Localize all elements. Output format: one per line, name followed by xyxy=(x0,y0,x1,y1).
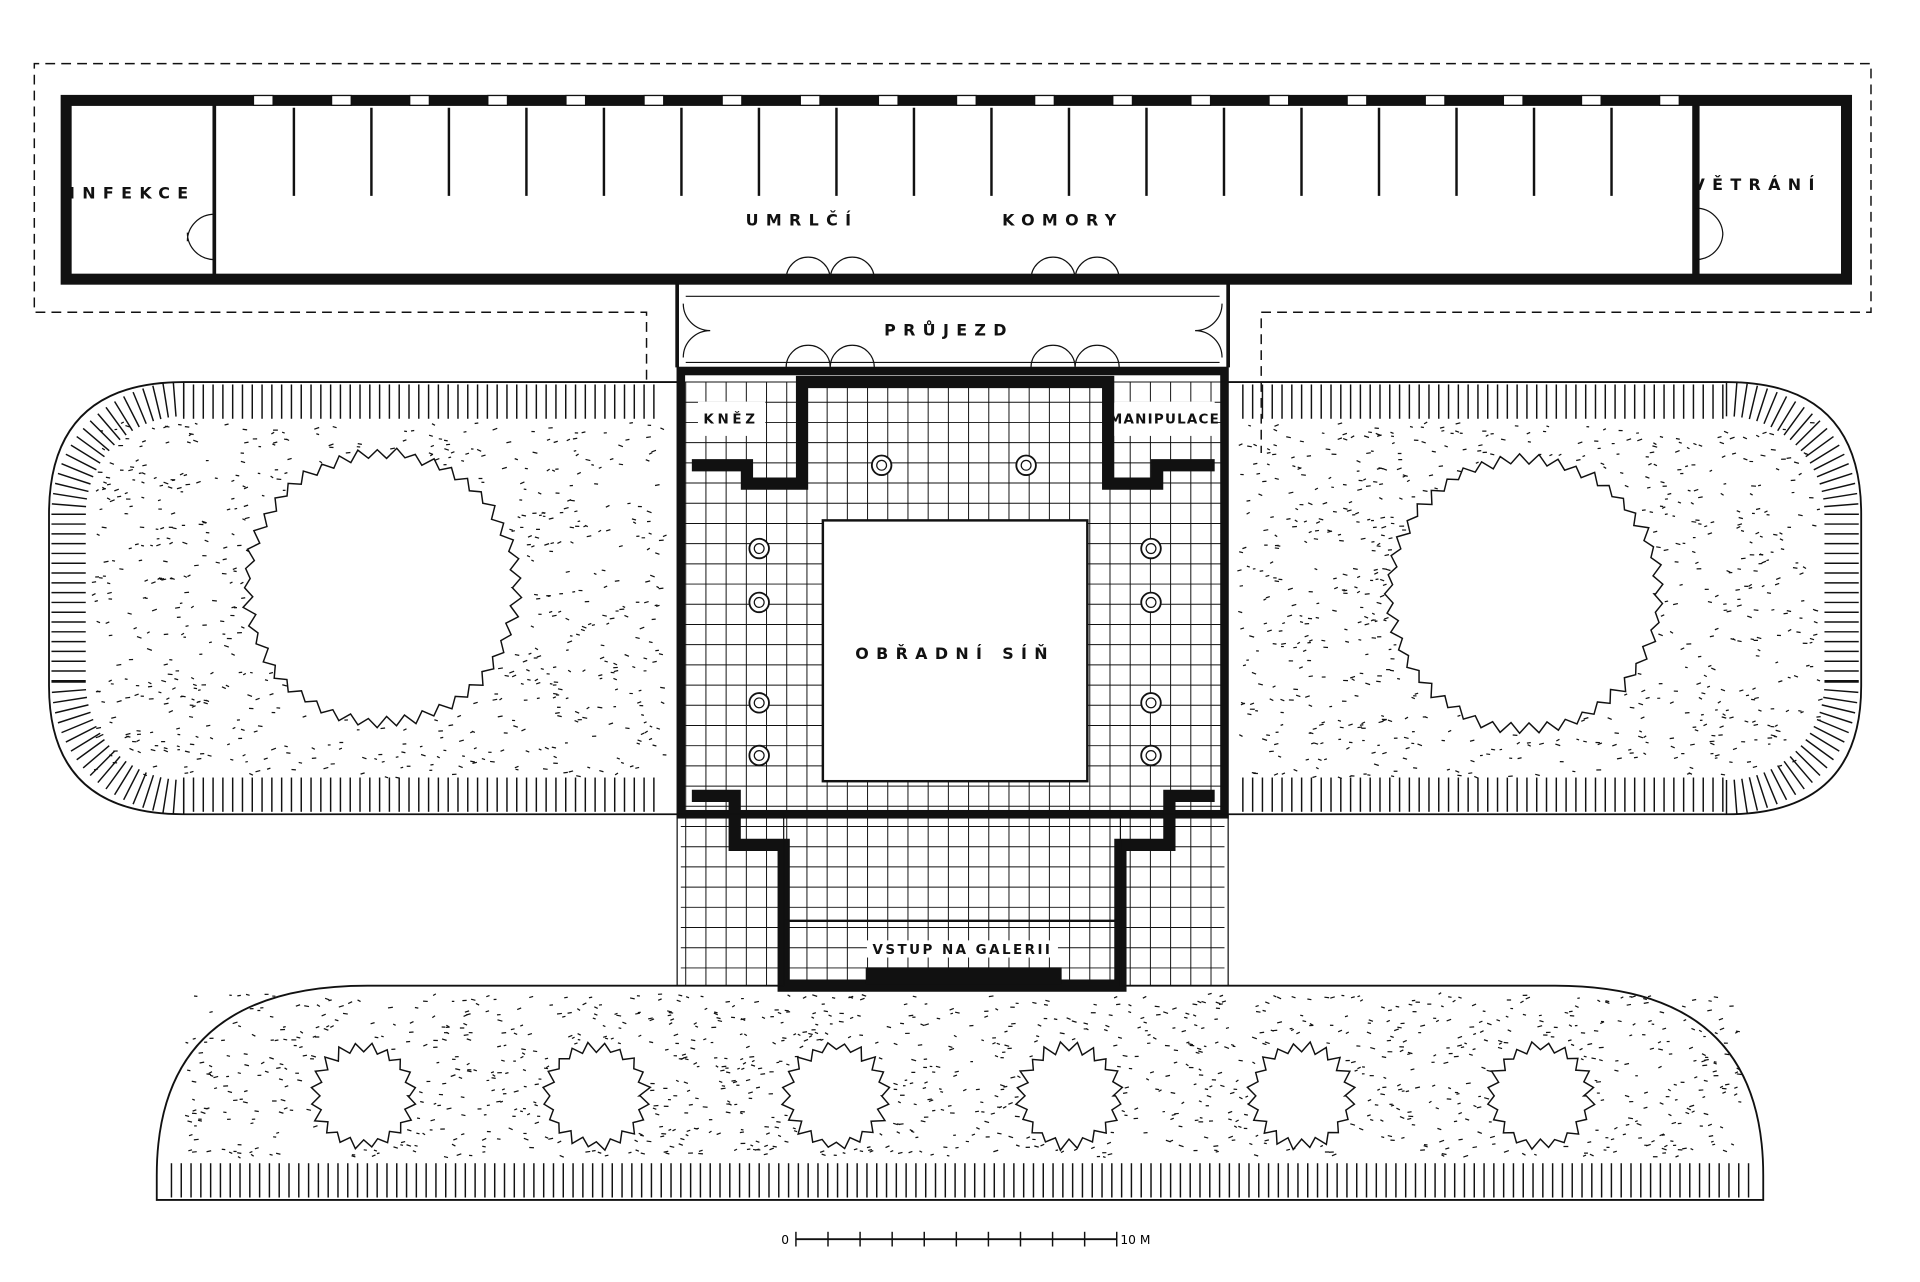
label-ventilation: VĚTRÁNÍ xyxy=(1692,175,1821,194)
chamber-partitions xyxy=(292,107,1613,196)
window xyxy=(252,94,274,106)
scale-start: 0 xyxy=(781,1233,789,1247)
door-infection xyxy=(186,213,215,261)
window xyxy=(1112,94,1134,106)
column xyxy=(1140,537,1162,560)
column xyxy=(870,454,893,477)
scale-bar: 0 10 M xyxy=(781,1231,1150,1247)
tree-icon xyxy=(241,447,523,729)
label-passage: PRŮJEZD xyxy=(884,320,1014,339)
window xyxy=(409,94,430,106)
ceremonial-hall xyxy=(676,366,1229,992)
column xyxy=(1140,591,1162,614)
tree-icon xyxy=(1486,1040,1596,1151)
tree-icon xyxy=(310,1042,417,1150)
window xyxy=(877,94,899,106)
column xyxy=(1140,692,1162,714)
column xyxy=(748,591,770,614)
column xyxy=(748,692,770,714)
window xyxy=(487,94,509,106)
column xyxy=(748,537,770,560)
tree-icon xyxy=(780,1041,891,1150)
site-outline xyxy=(33,62,1872,454)
window xyxy=(1190,94,1212,106)
window xyxy=(799,94,821,106)
window xyxy=(1580,94,1602,106)
column xyxy=(1015,454,1037,477)
tree-icon xyxy=(541,1041,652,1152)
window xyxy=(330,94,352,106)
label-priest: KNĚZ xyxy=(703,410,758,428)
window xyxy=(1346,94,1368,106)
tree-icon xyxy=(1383,452,1664,735)
label-handling: MANIPULACE xyxy=(1109,413,1220,428)
window xyxy=(1424,94,1446,106)
tree-icon xyxy=(1246,1040,1357,1151)
columns xyxy=(748,454,1162,767)
label-infection: INFEKCE xyxy=(69,183,196,202)
windows xyxy=(252,94,1680,106)
scale-end: 10 M xyxy=(1120,1233,1150,1247)
window xyxy=(565,94,587,106)
column xyxy=(748,744,770,767)
window xyxy=(643,94,665,106)
window xyxy=(721,94,743,106)
tree-icon xyxy=(1014,1040,1124,1152)
window xyxy=(1502,94,1524,106)
passage xyxy=(675,284,1230,368)
small-trees xyxy=(310,1040,1596,1152)
doors-mortuary xyxy=(785,256,1120,280)
large-trees xyxy=(241,447,1664,735)
door-ventilation xyxy=(1695,207,1724,261)
left-garden-outline xyxy=(48,381,678,816)
window xyxy=(955,94,977,106)
label-gallery-entrance: VSTUP NA GALERII xyxy=(873,943,1053,958)
window xyxy=(1034,94,1055,106)
label-mortuary-2: KOMORY xyxy=(1002,210,1123,229)
mortuary-wing xyxy=(60,94,1853,285)
label-mortuary-1: UMRLČÍ xyxy=(746,210,859,229)
label-ceremonial-hall: OBŘADNÍ SÍŇ xyxy=(855,644,1055,663)
column xyxy=(1140,744,1162,767)
window xyxy=(1659,94,1680,106)
garden-edge-hatching xyxy=(51,382,1859,1198)
window xyxy=(1268,94,1290,106)
right-garden-outline xyxy=(1228,381,1863,816)
